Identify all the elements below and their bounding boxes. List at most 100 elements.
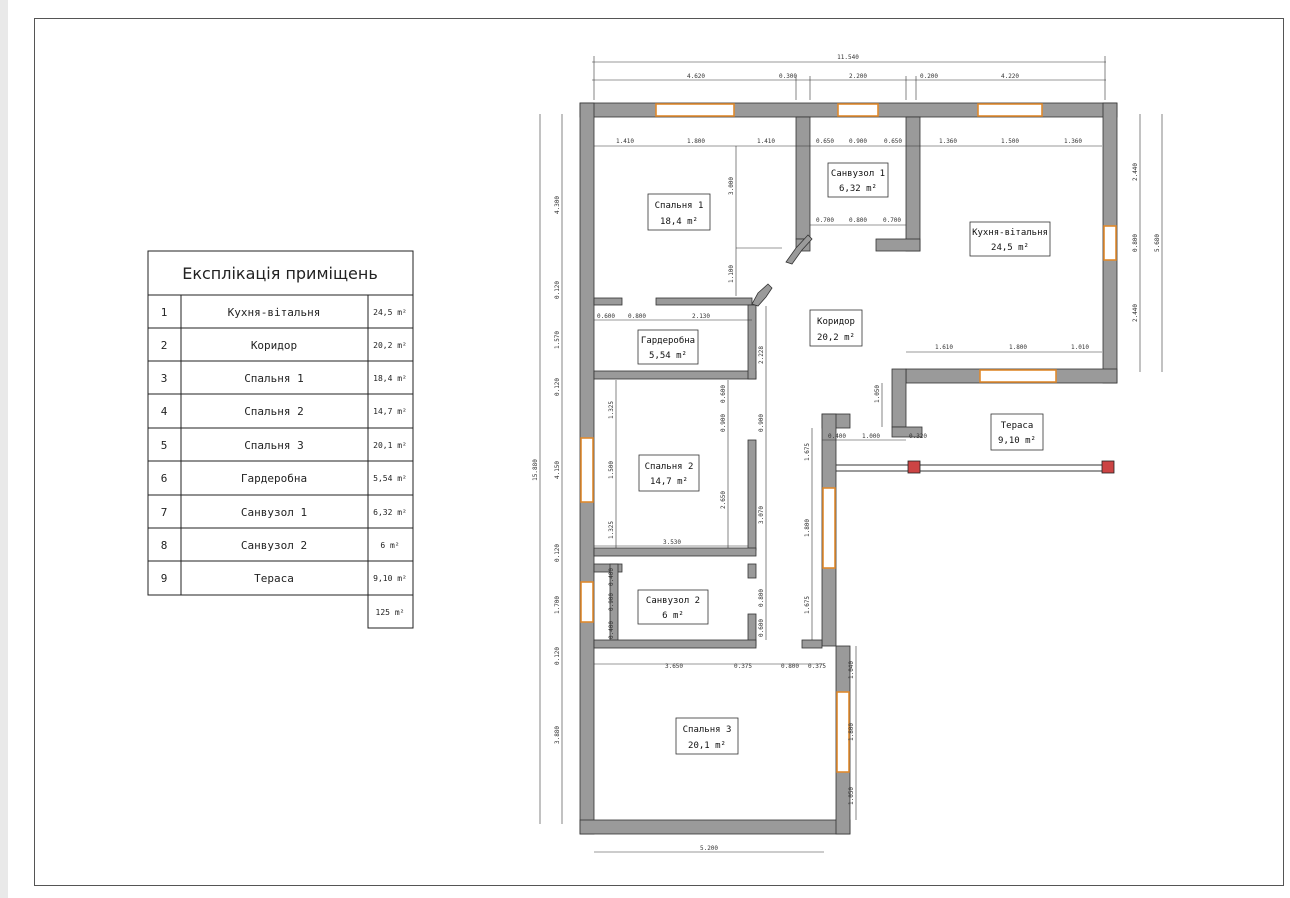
room-labels xyxy=(637,162,1051,755)
viewer-left-edge xyxy=(0,0,8,898)
terrace-name: Тераса xyxy=(1001,421,1034,431)
dim-tr-1: 1.000 xyxy=(862,433,880,440)
wardrobe-name: Гардеробна xyxy=(641,335,695,346)
terrace-columns xyxy=(907,460,1115,474)
corridor-area: 20,2 m² xyxy=(817,333,855,343)
dim-corr-0: 2.228 xyxy=(758,346,765,364)
dim-bottom: 5.200 xyxy=(700,845,718,852)
dim-cr-1: 1.800 xyxy=(804,519,811,537)
dim-right-outer: 5.680 xyxy=(1154,234,1161,252)
dim-wd-2: 2.130 xyxy=(692,313,710,320)
dim-left-6: 1.700 xyxy=(554,596,561,614)
row-2-area: 20,2 m² xyxy=(373,341,407,350)
dim-tw-0: 1.610 xyxy=(935,344,953,351)
dim-bed2-2: 2.650 xyxy=(720,491,727,509)
terrace-area: 9,10 m² xyxy=(998,436,1036,446)
bedroom2-area: 14,7 m² xyxy=(650,477,688,487)
dim-tr-2: 0.320 xyxy=(909,433,927,440)
row-9-name: Тераса xyxy=(254,572,294,585)
table-title: Експлікація приміщень xyxy=(182,264,378,283)
dim-top-4: 4.220 xyxy=(1001,73,1019,80)
row-5-area: 20,1 m² xyxy=(373,441,407,450)
dim-right-2: 2.440 xyxy=(1132,304,1139,322)
dim-top-2: 2.200 xyxy=(849,73,867,80)
row-7-area: 6,32 m² xyxy=(373,508,407,517)
dim-lwa-2: 1.325 xyxy=(608,521,615,539)
dim-itb-0: 0.650 xyxy=(816,138,834,145)
dim-corr-1: 0.900 xyxy=(758,414,765,432)
kitchen-area: 24,5 m² xyxy=(991,243,1029,253)
dim-wd-1: 0.800 xyxy=(628,313,646,320)
bath1-area: 6,32 m² xyxy=(839,184,877,194)
dim-overall: 11.540 xyxy=(837,54,859,61)
dim-left-outer: 15.880 xyxy=(532,459,539,481)
row-7-name: Санвузол 1 xyxy=(241,506,307,519)
dim-bath2-0: 0.800 xyxy=(758,589,765,607)
row-8-area: 6 m² xyxy=(380,541,399,550)
dim-left-8: 3.880 xyxy=(554,726,561,744)
row-6-name: Гардеробна xyxy=(241,472,307,485)
dim-itb-2: 0.650 xyxy=(884,138,902,145)
dim-bed2-0: 0.600 xyxy=(720,385,727,403)
dim-b3r-1: 1.800 xyxy=(848,723,855,741)
dim-left-4: 4.150 xyxy=(554,461,561,479)
dim-tw-2: 1.010 xyxy=(1071,344,1089,351)
dim-b3r-2: 1.050 xyxy=(848,787,855,805)
dim-lwb-2: 0.400 xyxy=(608,621,615,639)
dim-tr-0: 0.400 xyxy=(828,433,846,440)
dim-left-1: 0.120 xyxy=(554,281,561,299)
bedroom1-name: Спальня 1 xyxy=(655,201,704,211)
row-6-area: 5,54 m² xyxy=(373,474,407,483)
dim-br-1: 0.375 xyxy=(734,663,752,670)
row-2-name: Коридор xyxy=(251,339,297,352)
dim-right-1: 0.800 xyxy=(1132,234,1139,252)
bath1-name: Санвузол 1 xyxy=(831,169,885,179)
dim-bed1-0: 3.000 xyxy=(728,177,735,195)
dim-br-2: 0.800 xyxy=(781,663,799,670)
dim-left-5: 0.120 xyxy=(554,544,561,562)
row-9-num: 9 xyxy=(161,572,168,585)
row-8-num: 8 xyxy=(161,539,168,552)
dim-itr-1: 1.500 xyxy=(1001,138,1019,145)
row-2-num: 2 xyxy=(161,339,168,352)
row-1-name: Кухня-вітальня xyxy=(228,306,321,319)
dim-left-2: 1.570 xyxy=(554,331,561,349)
corridor-name: Коридор xyxy=(817,317,855,327)
bedroom2-name: Спальня 2 xyxy=(645,462,694,472)
dim-terr-step: 1.050 xyxy=(874,385,881,403)
dim-b1d-0: 0.700 xyxy=(816,217,834,224)
row-1-num: 1 xyxy=(161,306,168,319)
row-9-area: 9,10 m² xyxy=(373,574,407,583)
dim-itr-0: 1.360 xyxy=(939,138,957,145)
dim-lwb-0: 0.400 xyxy=(608,568,615,586)
bedroom3-area: 20,1 m² xyxy=(688,741,726,751)
room-label-texts: Спальня 1 18,4 m² Санвузол 1 6,32 m² Кух… xyxy=(641,169,1048,751)
dim-lwa-1: 1.500 xyxy=(608,461,615,479)
dimension-lines xyxy=(539,56,1163,853)
dimension-texts: 11.540 4.620 0.300 2.200 0.200 4.220 1.4… xyxy=(532,54,1161,852)
row-3-num: 3 xyxy=(161,372,168,385)
row-5-name: Спальня 3 xyxy=(244,439,304,452)
dim-left-7: 0.120 xyxy=(554,647,561,665)
table-rows: 1 Кухня-вітальня 24,5 m² 2 Коридор 20,2 … xyxy=(161,306,407,617)
dim-top-0: 4.620 xyxy=(687,73,705,80)
dim-cr-0: 1.675 xyxy=(804,443,811,461)
windows xyxy=(580,103,1117,773)
dim-right-0: 2.440 xyxy=(1132,163,1139,181)
dim-b1d-1: 0.800 xyxy=(849,217,867,224)
row-1-area: 24,5 m² xyxy=(373,308,407,317)
kitchen-name: Кухня-вітальня xyxy=(972,228,1048,238)
table-total: 125 m² xyxy=(376,608,405,617)
bath2-area: 6 m² xyxy=(662,611,684,621)
dim-itr-2: 1.360 xyxy=(1064,138,1082,145)
dim-left-0: 4.300 xyxy=(554,196,561,214)
row-4-name: Спальня 2 xyxy=(244,405,304,418)
dim-top-3: 0.200 xyxy=(920,73,938,80)
row-8-name: Санвузол 2 xyxy=(241,539,307,552)
dim-bath2-1: 0.600 xyxy=(758,619,765,637)
row-4-num: 4 xyxy=(161,405,168,418)
dim-tw-1: 1.800 xyxy=(1009,344,1027,351)
dim-itl-0: 1.410 xyxy=(616,138,634,145)
explication-table xyxy=(147,250,414,629)
